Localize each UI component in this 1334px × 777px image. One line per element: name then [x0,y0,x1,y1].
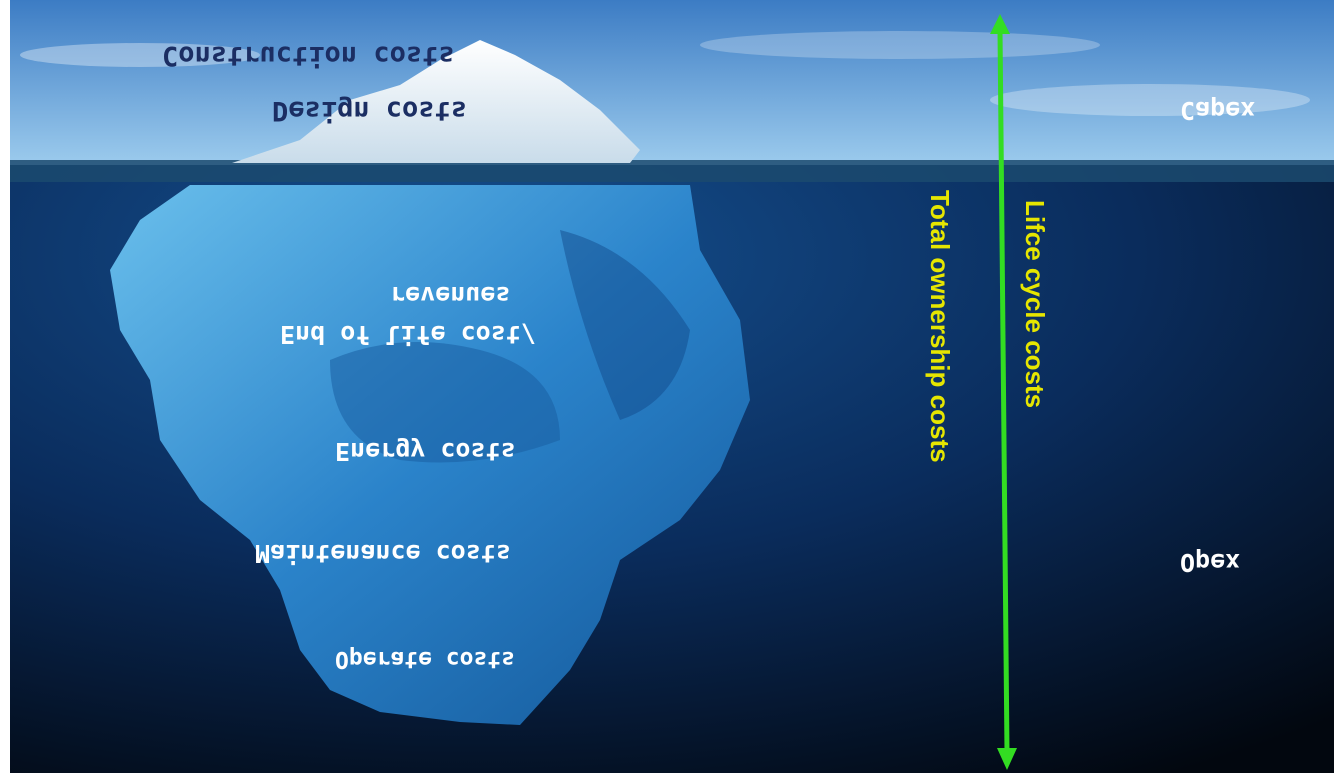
energy-costs-label: Energy costs [335,437,516,466]
arrow-head-bottom [997,748,1017,770]
cloud [700,31,1100,59]
water-surface [10,160,1334,182]
cloud [20,43,260,67]
capex-label: Capex [1180,96,1256,125]
maintenance-costs-label: Maintenance costs [255,539,511,568]
design-costs-label: Design costs [272,95,468,126]
iceberg-cavity [330,342,560,463]
sky-region [10,0,1334,165]
life-cycle-arrow-line [997,29,1010,753]
total-ownership-costs-label: Total ownership costs [925,190,955,463]
arrow-head-top [990,14,1010,34]
opex-label: Opex [1180,548,1241,577]
operate-costs-label: Operate costs [335,646,516,672]
life-cycle-costs-label: Lifce cycle costs [1020,200,1050,409]
end-of-life-label-line1: End of life cost/ [280,320,536,349]
end-of-life-label-line2: revenues [390,281,511,310]
cloud [990,84,1310,116]
iceberg-tip [232,40,640,163]
construction-costs-label: Construction costs [162,40,455,71]
iceberg-shadow [560,230,690,420]
